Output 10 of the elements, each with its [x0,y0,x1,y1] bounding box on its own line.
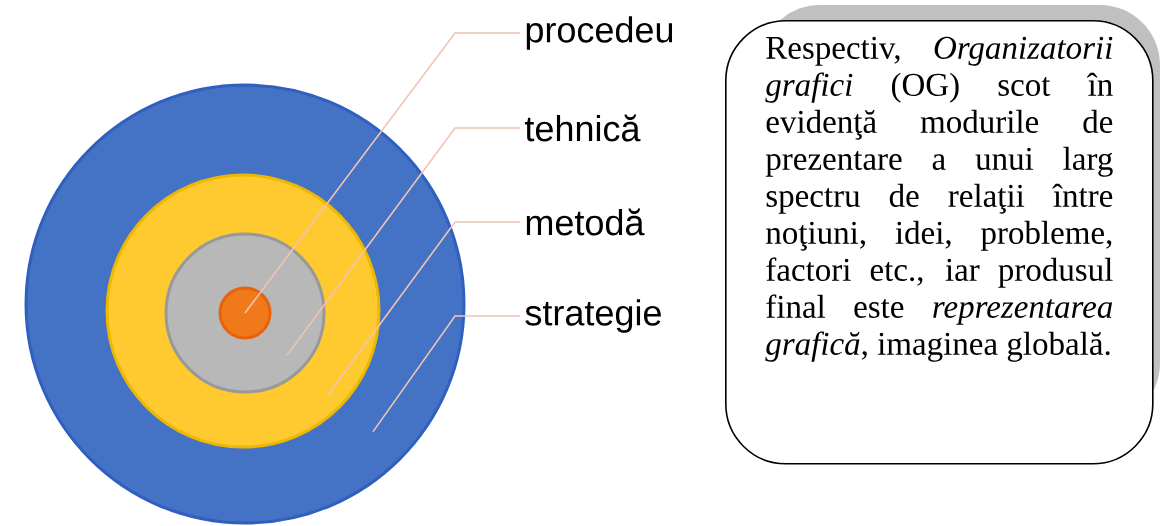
label-text: procedeu [526,16,673,50]
label-text: tehnică [524,114,641,142]
label-text: strategie [525,299,661,333]
leader-line [244,32,521,314]
leader-line [286,127,521,356]
label-text: metodă [526,208,645,236]
procedure-ball [218,286,272,340]
text-box: Respectiv, Organizatorii grafici (OG) scot în evidenţă modurile de prezentare a unui larg spectru de relaţii între noţiuni, idei, probleme, factori etc., iar produsul final este reprezentarea grafică, imaginea globală. [725,5,1160,465]
leader-line [372,315,521,433]
leader-line [326,221,521,397]
